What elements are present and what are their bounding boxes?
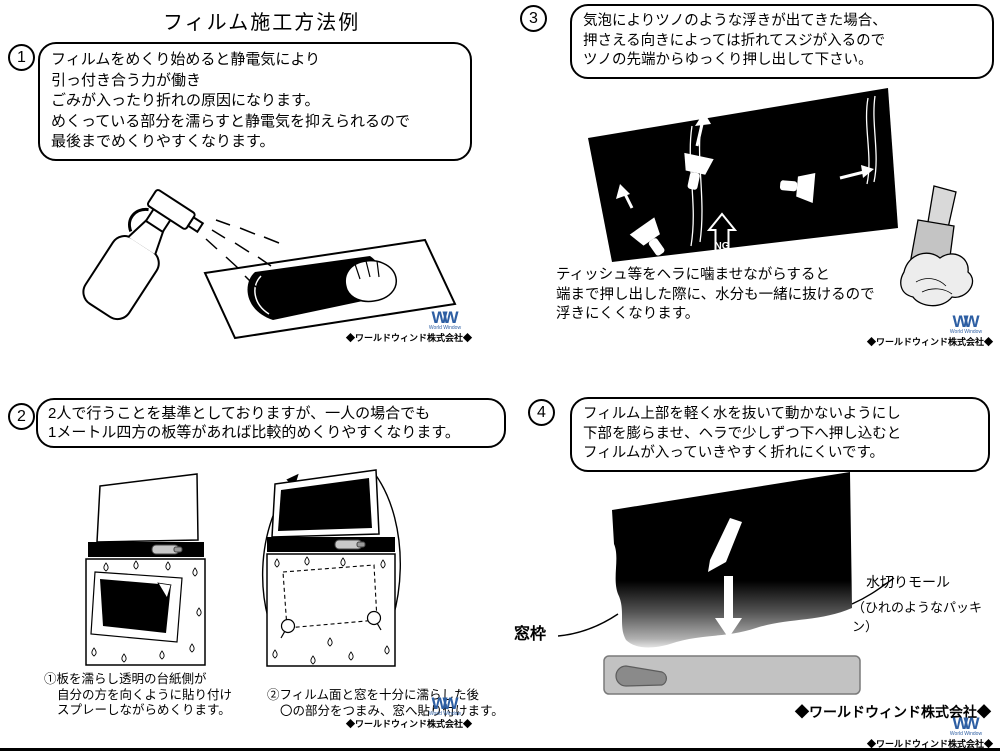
squeegee-on-door-icon [151, 544, 183, 555]
door-top-band [267, 537, 395, 552]
footer-step4: WW World Window ◆ワールドウィンド株式会社◆ [867, 714, 995, 750]
caption-line: スプレーしながらめくります。 [57, 703, 231, 717]
company-name: ◆ワールドウィンド株式会社◆ [867, 739, 994, 749]
bottom-rule [0, 748, 1000, 751]
note-line: 端まで押し出した際に、水分も一緒に抜けるので [556, 286, 875, 303]
molding-leader-line [851, 577, 895, 605]
instruction-line: フィルムをめくり始めると静電気により [51, 51, 321, 68]
molding-sub-label: （ひれのようなパッキン） [852, 600, 983, 634]
door-glass [96, 473, 199, 543]
step2-board-illustration [85, 473, 206, 666]
step3-illustration: NG [588, 88, 974, 307]
molding-label: 水切りモール [866, 574, 950, 590]
tinted-window [588, 88, 898, 262]
door-panel [266, 553, 396, 667]
caption-line: 〇の部分をつまみ、窓へ貼り付けます。 [280, 703, 504, 718]
step1-instruction-box: フィルムをめくり始めると静電気により 引っ付き合う力が働き ごみが入ったり折れの… [38, 42, 472, 161]
company-name: ◆ワールドウィンド株式会社◆ [346, 719, 473, 729]
tissue-squeegee-icon [900, 185, 974, 307]
step4-number: 4 [528, 399, 555, 426]
window-frame-label: 窓枠 [514, 626, 547, 643]
step1-illustration [82, 189, 457, 340]
page-title: フィルム施工方法例 [163, 12, 361, 34]
company-name: ◆ワールドウィンド株式会社◆ [867, 337, 994, 347]
company-name: ◆ワールドウィンド株式会社◆ [346, 333, 473, 343]
pinch-point-markers [280, 610, 382, 639]
ng-arrow-icon: NG [706, 212, 738, 255]
instruction-line: 気泡によりツノのような浮きが出てきた場合、 [583, 13, 887, 29]
instruction-line: 引っ付き合う力が働き [51, 71, 202, 89]
caption-line: 自分の方を向くように貼り付け [57, 687, 233, 702]
worldwind-logo-icon: WW World Window [949, 714, 983, 737]
window-frame-leader-line [558, 613, 619, 637]
step4-instruction-box: フィルム上部を軽く水を抜いて動かないようにし 下部を膨らませ、ヘラで少しずつ下へ… [570, 397, 990, 472]
step3-instruction-box: 気泡によりツノのような浮きが出てきた場合、 押さえる向きによっては折れてスジが入… [570, 4, 994, 79]
note-line: 浮きにくくなります。 [556, 306, 700, 322]
footer-step1: WW World Window ◆ワールドウィンド株式会社◆ [346, 308, 474, 344]
instruction-line: 下部を膨らませ、ヘラで少しずつ下へ押し込むと [583, 425, 902, 442]
door-top-band [88, 542, 204, 557]
step2-number: 2 [8, 403, 35, 430]
spray-mist [205, 219, 280, 288]
caption-line: ①板を濡らし透明の台紙側が [44, 672, 207, 686]
instruction-line: ごみが入ったり折れの原因になります。 [51, 92, 320, 109]
squeegee-icon [708, 518, 742, 572]
worldwind-logo-icon: WW World Window [949, 312, 983, 335]
applied-film [278, 478, 372, 531]
instruction-line: めくっている部分を濡らすと静電気を抑えられるので [51, 112, 410, 130]
note-line: ティッシュ等をヘラに噛ませながらすると [556, 267, 830, 283]
instruction-line: 1メートル四方の板等があれば比較的めくりやすくなります。 [48, 424, 460, 441]
step2-instruction-box: 2人で行うことを基準としておりますが、一人の場合でも 1メートル四方の板等があれ… [36, 398, 506, 448]
step2-caption-1: ①板を濡らし透明の台紙側が 自分の方を向くように貼り付け スプレーしながらめくり… [44, 672, 232, 719]
step2-caption-2: ②フィルム面と窓を十分に濡らした後 〇の部分をつまみ、窓へ貼り付けます。 [267, 688, 504, 719]
door-body [603, 655, 861, 695]
instruction-line: 2人で行うことを基準としておりますが、一人の場合でも [48, 405, 431, 422]
footer-step3: WW World Window ◆ワールドウィンド株式会社◆ [867, 312, 995, 348]
worldwind-logo-icon: WW World Window [428, 308, 462, 331]
step3-number: 3 [520, 5, 547, 32]
instruction-line: 最後までめくりやすくなります。 [51, 133, 275, 150]
squeegee-up-icon [677, 112, 714, 193]
caption-line: ②フィルム面と窓を十分に濡らした後 [267, 688, 480, 702]
company-name-large: ◆ワールドウィンド株式会社◆ [795, 704, 991, 720]
step3-note: ティッシュ等をヘラに噛ませながらすると 端まで押し出した際に、水分も一緒に抜ける… [556, 266, 875, 325]
step1-number: 1 [8, 44, 35, 71]
squeegee-right-icon [778, 165, 874, 203]
step2-window-illustration [261, 469, 401, 667]
spray-bottle-icon [82, 189, 205, 321]
instruction-line: フィルム上部を軽く水を抜いて動かないようにし [583, 406, 901, 422]
window-film [612, 472, 852, 648]
worldwind-logo-icon: WW World Window [428, 694, 462, 717]
step4-illustration [558, 472, 895, 695]
instruction-line: ツノの先端からゆっくり押し出して下さい。 [583, 52, 873, 68]
squeegee-on-door-icon [334, 539, 366, 550]
film-outline-dashed [282, 564, 378, 629]
instruction-line: フィルムが入っていきやすく折れにくいです。 [583, 445, 885, 461]
backing-sheet-with-film [90, 571, 183, 643]
ng-label: NG [715, 241, 730, 252]
instruction-line: 押さえる向きによっては折れてスジが入るので [583, 32, 886, 49]
hand-icon [344, 259, 397, 303]
door-handle [615, 665, 667, 687]
footer-step2: WW World Window ◆ワールドウィンド株式会社◆ [346, 694, 474, 730]
squeegee-left-icon [616, 184, 674, 263]
down-arrow-icon [715, 576, 742, 638]
